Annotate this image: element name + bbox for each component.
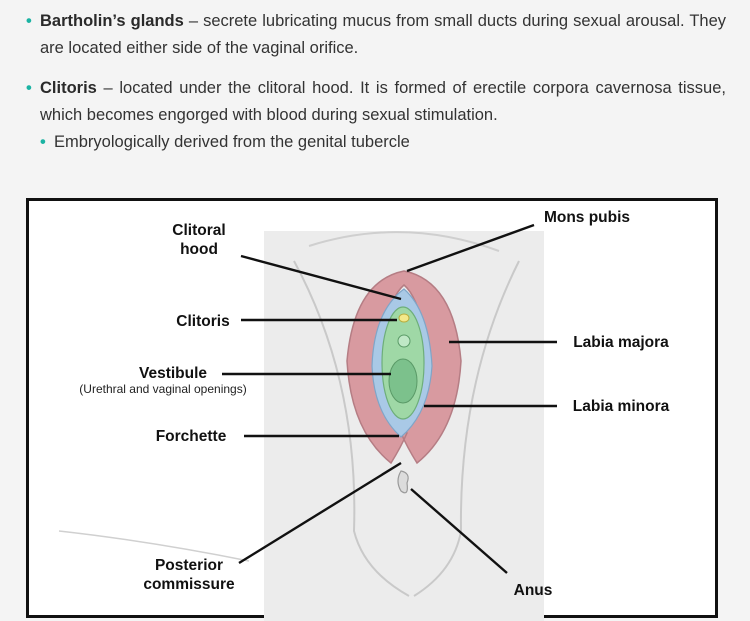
mons-outline <box>308 231 500 252</box>
urethral-opening <box>397 334 411 348</box>
label-mons-pubis: Mons pubis <box>544 209 630 226</box>
bullet-dot: • <box>26 79 32 97</box>
bullet-dot: • <box>26 12 32 30</box>
bullet-clitoris: • Clitoris – located under the clitoral … <box>26 75 726 129</box>
bullet-bartholins-glands: • Bartholin’s glands – secrete lubricati… <box>26 8 726 62</box>
leader-posterior-commissure <box>238 461 402 565</box>
right-thigh-outline <box>413 260 520 597</box>
label-anus: Anus <box>514 582 553 599</box>
label-clitoris: Clitoris <box>176 313 229 330</box>
vulva-diagram: Clitoral hood Clitoris Vestibule (Urethr… <box>58 209 670 621</box>
anatomy-figure: Clitoral hood Clitoris Vestibule (Urethr… <box>26 198 718 621</box>
label-posterior-commissure-line1: Posterior <box>155 557 223 574</box>
label-forchette: Forchette <box>156 428 227 445</box>
text-section: • Bartholin’s glands – secrete lubricati… <box>26 8 726 154</box>
sub-bullet-embryology: • Embryologically derived from the genit… <box>26 130 726 154</box>
label-labia-minora: Labia minora <box>573 398 670 415</box>
label-vestibule-sub: (Urethral and vaginal openings) <box>79 382 246 396</box>
left-thigh-outline <box>293 260 410 597</box>
label-vestibule: Vestibule <box>139 365 207 382</box>
bullet-text: – located under the clitoral hood. It is… <box>40 79 726 124</box>
leader-lines <box>222 223 557 574</box>
bullet-term: Clitoris <box>40 79 97 97</box>
bullet-dot: • <box>40 133 46 151</box>
label-posterior-commissure-line2: commissure <box>143 576 235 593</box>
sub-bullet-text: Embryologically derived from the genital… <box>54 133 410 151</box>
label-labia-majora: Labia majora <box>573 334 669 351</box>
vaginal-opening <box>388 358 418 404</box>
clitoris-shape <box>398 313 410 323</box>
label-clitoral-hood-line1: Clitoral <box>172 222 225 239</box>
bullet-term: Bartholin’s glands <box>40 12 184 30</box>
leader-anus <box>410 488 508 574</box>
bullet-text: – secrete lubricating mucus from small d… <box>40 12 726 57</box>
anus-shape <box>397 470 409 494</box>
label-clitoral-hood-line2: hood <box>180 241 218 258</box>
leader-clitoral-hood <box>240 254 402 301</box>
buttock-left-outline <box>58 530 250 562</box>
leader-mons-pubis <box>406 223 535 273</box>
